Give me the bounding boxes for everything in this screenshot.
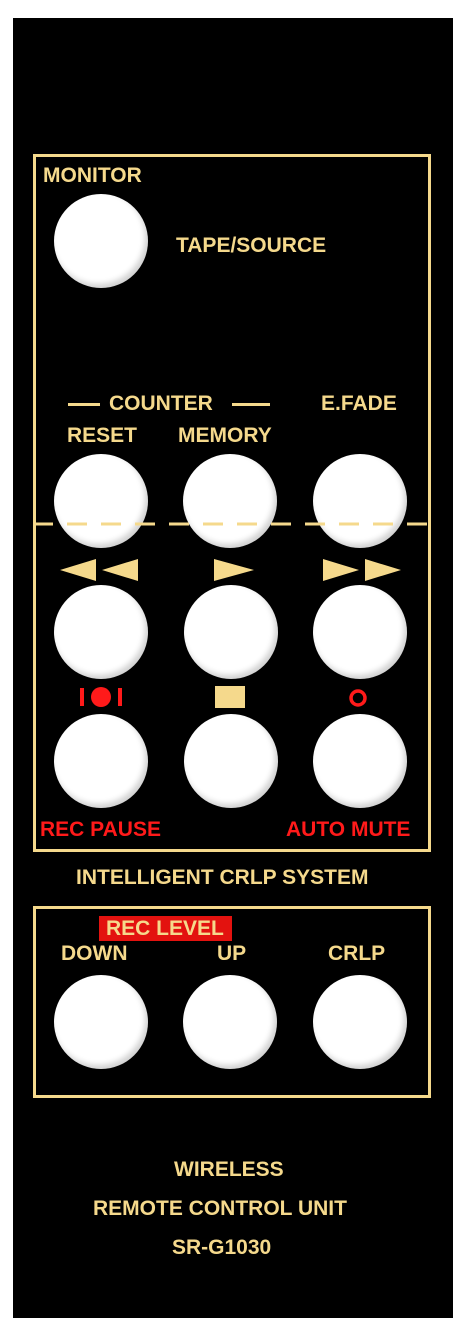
counter-line-right xyxy=(232,403,270,406)
tape-source-button[interactable] xyxy=(54,194,148,288)
tape-source-label: TAPE/SOURCE xyxy=(176,234,327,257)
rec-level-highlight xyxy=(99,916,232,941)
reset-button[interactable] xyxy=(54,454,148,548)
rewind-button[interactable] xyxy=(54,585,148,679)
crlp-button[interactable] xyxy=(313,975,407,1069)
footer-line-1: WIRELESS xyxy=(174,1158,284,1181)
monitor-title: MONITOR xyxy=(43,164,142,187)
stop-icon xyxy=(215,686,245,708)
memory-button[interactable] xyxy=(183,454,277,548)
footer-line-2: REMOTE CONTROL UNIT xyxy=(93,1197,347,1220)
down-label: DOWN xyxy=(61,942,128,965)
memory-label: MEMORY xyxy=(178,424,272,447)
up-label: UP xyxy=(217,942,247,965)
fast-forward-icon xyxy=(323,559,401,581)
record-pause-icon xyxy=(80,687,122,707)
stop-button[interactable] xyxy=(184,714,278,808)
fast-forward-button[interactable] xyxy=(313,585,407,679)
play-icon xyxy=(214,559,254,581)
efade-label: E.FADE xyxy=(321,392,397,415)
counter-line-left xyxy=(68,403,100,406)
auto-mute-button[interactable] xyxy=(313,714,407,808)
rec-pause-label: REC PAUSE xyxy=(40,818,161,841)
efade-button[interactable] xyxy=(313,454,407,548)
auto-mute-circle-icon xyxy=(349,689,367,707)
rec-pause-button[interactable] xyxy=(54,714,148,808)
rec-level-down-button[interactable] xyxy=(54,975,148,1069)
reset-label: RESET xyxy=(67,424,138,447)
system-label: INTELLIGENT CRLP SYSTEM xyxy=(76,866,369,889)
rec-level-up-button[interactable] xyxy=(183,975,277,1069)
rec-level-title: REC LEVEL xyxy=(106,917,224,940)
rewind-icon xyxy=(60,559,138,581)
upper-frame xyxy=(33,154,431,852)
crlp-label: CRLP xyxy=(328,942,386,965)
lower-frame xyxy=(33,906,431,1098)
counter-title: COUNTER xyxy=(109,392,213,415)
dashed-separator xyxy=(33,522,431,526)
play-button[interactable] xyxy=(184,585,278,679)
auto-mute-label: AUTO MUTE xyxy=(286,818,411,841)
footer-line-3: SR-G1030 xyxy=(172,1236,272,1259)
